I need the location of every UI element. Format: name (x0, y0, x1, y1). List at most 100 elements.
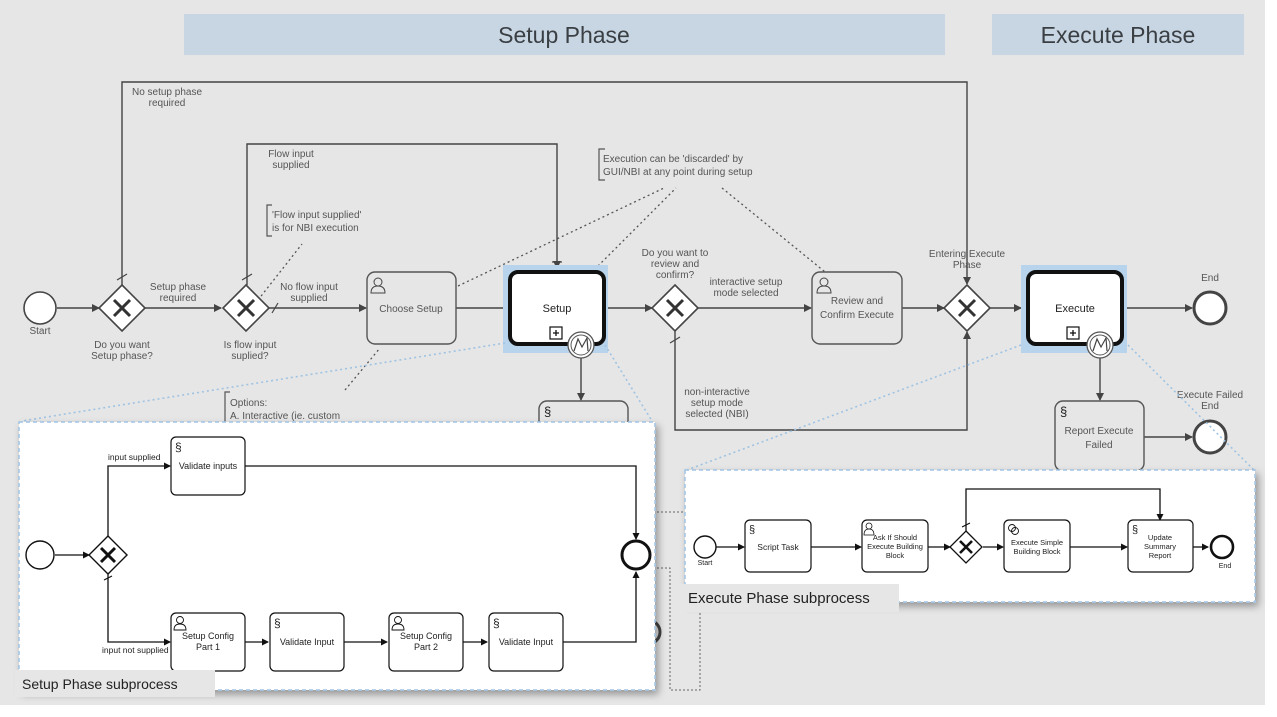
svg-text:Execute Building: Execute Building (867, 542, 923, 551)
exec-sub-end-label: End (1219, 563, 1232, 570)
sub-start-event[interactable] (25, 540, 55, 570)
svg-text:Block: Block (886, 551, 905, 560)
gw3-question-1: Do you want to (642, 248, 709, 259)
gw1-question-2: Setup phase? (91, 351, 153, 362)
svg-text:Review and: Review and (831, 296, 883, 307)
exec-sub-task-update-summary[interactable]: § Update Summary Report (1127, 519, 1194, 573)
task-report-execute-failed[interactable]: § Report Execute Failed (1054, 400, 1145, 472)
gateway-review-confirm[interactable] (650, 283, 700, 333)
non-interactive-label-3: selected (NBI) (685, 409, 748, 420)
script-task-icon: § (1060, 404, 1067, 419)
execute-subprocess-caption: Execute Phase subprocess (688, 590, 870, 607)
gateway-setup-phase[interactable] (97, 283, 147, 333)
setup-required-label-1: Setup phase (150, 282, 207, 293)
task-review-confirm[interactable]: Review and Confirm Execute (811, 271, 903, 345)
svg-text:Failed: Failed (1085, 440, 1112, 451)
svg-text:Execution can be 'discarded' b: Execution can be 'discarded' by (603, 154, 743, 165)
sub-task-setup-config-2[interactable]: Setup Config Part 2 (388, 612, 464, 672)
script-task-icon: § (749, 524, 755, 536)
setup-required-label-2: required (160, 293, 197, 304)
svg-text:Summary: Summary (1144, 542, 1176, 551)
svg-text:Execute Simple: Execute Simple (1011, 538, 1063, 547)
setup-subprocess-caption-box (15, 670, 215, 697)
task-execute-subprocess[interactable]: Execute (1021, 265, 1127, 359)
exec-sub-task-execute-simple[interactable]: Execute Simple Building Block (1003, 519, 1071, 573)
execute-failed-label-1: Execute Failed (1177, 390, 1243, 401)
no-setup-label-2: required (149, 98, 186, 109)
user-task-icon (391, 616, 405, 631)
svg-text:Options:: Options: (230, 398, 267, 409)
task-choose-setup[interactable]: Choose Setup (366, 271, 457, 345)
svg-text:Validate inputs: Validate inputs (179, 461, 238, 471)
sub-task-validate-input-1[interactable]: § Validate Input (269, 612, 345, 672)
exec-sub-start-event[interactable] (693, 535, 717, 559)
script-task-icon: § (274, 616, 281, 630)
setup-subprocess-caption: Setup Phase subprocess (22, 676, 178, 692)
svg-text:Update: Update (1148, 533, 1172, 542)
setup-phase-title: Setup Phase (498, 22, 630, 48)
exec-sub-start-label: Start (698, 560, 713, 567)
gateway-flow-input[interactable] (221, 283, 271, 333)
setup-phase-subprocess-panel: input supplied input not supplied § Vali… (15, 421, 656, 697)
error-boundary-icon (567, 331, 595, 359)
input-supplied-label: input supplied (108, 452, 161, 462)
svg-text:Choose Setup: Choose Setup (379, 304, 443, 315)
execute-phase-subprocess-panel: Start § Script Task Ask If Should Execut… (675, 469, 1256, 612)
execute-phase-banner: Execute Phase (992, 14, 1244, 55)
sub-task-validate-input-2[interactable]: § Validate Input (488, 612, 564, 672)
no-flow-input-label-1: No flow input (280, 282, 338, 293)
interactive-label-2: mode selected (713, 288, 778, 299)
svg-text:GUI/NBI at any point during se: GUI/NBI at any point during setup (603, 167, 753, 178)
no-flow-input-label-2: supplied (290, 293, 327, 304)
svg-text:Setup: Setup (543, 303, 572, 315)
user-task-icon (863, 522, 875, 536)
exec-sub-task-ask-if[interactable]: Ask If Should Execute Building Block (861, 519, 929, 573)
svg-text:Setup Config: Setup Config (182, 631, 234, 641)
input-not-supplied-label: input not supplied (102, 645, 169, 655)
sub-end-event[interactable] (620, 539, 652, 571)
sub-gateway[interactable] (88, 535, 128, 575)
exec-sub-task-script[interactable]: § Script Task (744, 519, 812, 573)
script-task-icon: § (493, 616, 500, 630)
svg-text:'Flow input supplied': 'Flow input supplied' (272, 210, 362, 221)
user-task-icon (173, 616, 187, 631)
svg-text:A. Interactive (ie. custom: A. Interactive (ie. custom (230, 411, 340, 422)
gw2-question-1: Is flow input (224, 340, 277, 351)
sub-task-validate-inputs[interactable]: § Validate inputs (170, 436, 246, 496)
error-boundary-icon (1086, 331, 1114, 359)
end-label: End (1201, 273, 1219, 284)
gateway-enter-execute[interactable] (942, 283, 992, 333)
svg-text:Ask If Should: Ask If Should (873, 533, 917, 542)
entering-label-2: Phase (953, 260, 982, 271)
gw1-question-1: Do you want (94, 340, 150, 351)
exec-sub-end-event[interactable] (1209, 534, 1235, 560)
svg-text:is for NBI execution: is for NBI execution (272, 223, 359, 234)
setup-phase-banner: Setup Phase (184, 14, 945, 55)
task-setup-subprocess[interactable]: Setup (503, 265, 608, 359)
execute-subprocess-caption-box (675, 584, 899, 612)
execute-failed-end-event[interactable] (1192, 419, 1228, 455)
interactive-label-1: interactive setup (710, 277, 783, 288)
non-interactive-label-1: non-interactive (684, 387, 750, 398)
entering-label-1: Entering Execute (929, 249, 1006, 260)
execute-phase-title: Execute Phase (1041, 22, 1196, 48)
gw3-question-3: confirm? (656, 270, 695, 281)
non-interactive-label-2: setup mode (691, 398, 744, 409)
execute-failed-label-2: End (1201, 401, 1219, 412)
svg-text:Report Execute: Report Execute (1065, 426, 1134, 437)
svg-text:Script Task: Script Task (757, 542, 799, 552)
start-event[interactable] (23, 291, 57, 325)
annotation-nbi: 'Flow input supplied' is for NBI executi… (266, 204, 362, 237)
user-task-icon (370, 277, 386, 294)
start-label: Start (29, 326, 50, 337)
end-event[interactable] (1192, 290, 1228, 326)
gw3-question-2: review and (651, 259, 699, 270)
no-setup-label-1: No setup phase (132, 87, 202, 98)
svg-text:Building Block: Building Block (1013, 547, 1060, 556)
exec-sub-gateway[interactable] (949, 530, 983, 564)
service-task-icon (1008, 524, 1019, 535)
svg-text:Validate Input: Validate Input (499, 637, 554, 647)
svg-text:Execute: Execute (1055, 303, 1095, 315)
sub-task-setup-config-1[interactable]: Setup Config Part 1 (170, 612, 246, 672)
